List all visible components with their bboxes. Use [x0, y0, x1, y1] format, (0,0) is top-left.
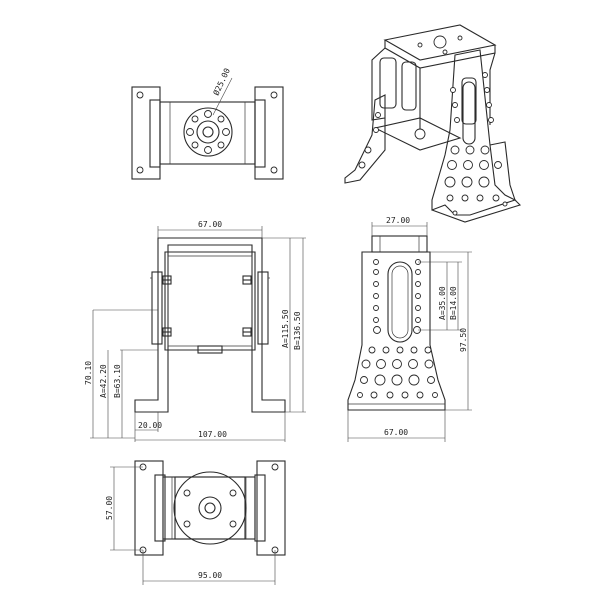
bottom-height: 57.00: [105, 496, 114, 520]
front-view: 67.00 A=115.50 B=136.50 70.10 A=42.20 B=…: [84, 220, 306, 442]
front-side-b: B=63.10: [113, 364, 122, 398]
side-hole-a: A=35.00: [438, 286, 447, 320]
front-side-a: A=42.20: [99, 364, 108, 398]
side-view: 27.00 A=35.00 B=14.00 97.50 67.00: [347, 216, 472, 442]
front-base-dimension: 107.00: [198, 430, 227, 439]
top-hub-dimension: Ø25.00: [211, 66, 232, 97]
side-base-width: 67.00: [384, 428, 408, 437]
front-height-b: B=136.50: [293, 311, 302, 350]
side-top-width: 27.00: [386, 216, 410, 225]
isometric-view: [344, 24, 522, 223]
bottom-view: 57.00 95.00: [105, 460, 286, 585]
top-view: Ø25.00: [131, 66, 284, 180]
front-width-dimension: 67.00: [198, 220, 222, 229]
bottom-width: 95.00: [198, 571, 222, 580]
side-hole-b: B=14.00: [449, 286, 458, 320]
front-side-total: 70.10: [84, 361, 93, 385]
side-height: 97.50: [459, 328, 468, 352]
front-foot-dimension: 20.00: [138, 421, 162, 430]
front-height-a: A=115.50: [281, 309, 290, 348]
